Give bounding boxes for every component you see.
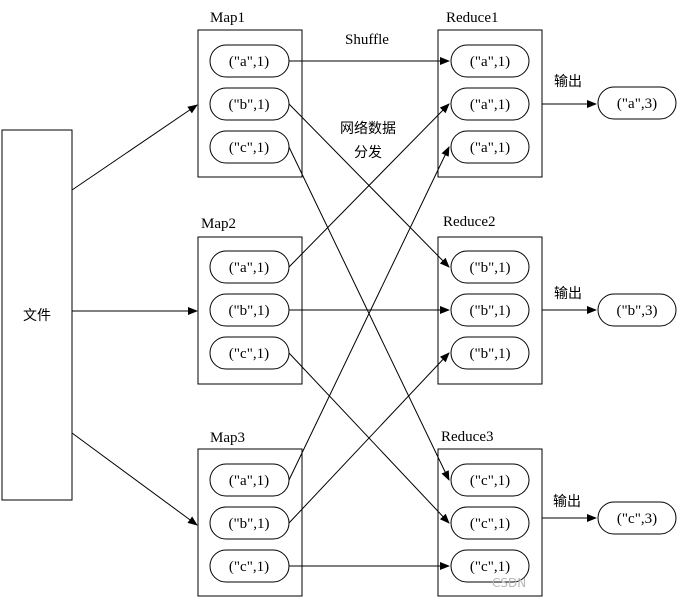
- map1-pair-b-text: ("b",1): [229, 97, 270, 113]
- edge-map3-a-to-reduce1: [288, 146, 450, 481]
- reduce1-pair-0: [450, 44, 530, 78]
- map3-pair-a-text: ("a",1): [229, 473, 269, 489]
- file-to-map3-arrow: [71, 432, 198, 526]
- reduce1-node: Reduce1 ("a",1) ("a",1) ("a",1): [437, 10, 543, 178]
- output3-label: 输出: [553, 494, 581, 510]
- output3-text: ("c",3): [617, 511, 657, 527]
- map3-node: Map3 ("a",1) ("b",1) ("c",1): [197, 430, 303, 597]
- reduce1-pair-1-text: ("a",1): [470, 97, 510, 113]
- reduce2-pair-1: [450, 293, 530, 327]
- map1-node: Map1 ("a",1) ("b",1) ("c",1): [197, 10, 303, 178]
- shuffle-label: Shuffle: [345, 32, 389, 48]
- map3-pair-c-text: ("c",1): [229, 559, 269, 575]
- map1-pair-a-text: ("a",1): [229, 54, 269, 70]
- network-label-line1: 网络数据: [340, 121, 396, 137]
- reduce3-node: Reduce3 ("c",1) ("c",1) ("c",1): [437, 429, 543, 597]
- reduce3-pair-0: [450, 463, 530, 497]
- map2-pair-a-text: ("a",1): [229, 260, 269, 276]
- reduce2-pair-1-text: ("b",1): [470, 303, 511, 319]
- reduce1-pair-2: [450, 130, 530, 164]
- map1-title: Map1: [210, 10, 245, 26]
- output3-pill: [597, 501, 677, 535]
- reduce3-pair-0-text: ("c",1): [470, 473, 510, 489]
- reduce2-title: Reduce2: [443, 214, 495, 230]
- map2-pair-c-text: ("c",1): [229, 346, 269, 362]
- map3-pair-b-text: ("b",1): [229, 516, 270, 532]
- output2: 输出 ("b",3): [542, 286, 677, 327]
- watermark: CSDN: [492, 576, 526, 590]
- map1-pair-c-text: ("c",1): [229, 140, 269, 156]
- file-to-map1-arrow: [71, 104, 198, 191]
- reduce3-pair-1-text: ("c",1): [470, 516, 510, 532]
- output2-pill: [597, 293, 677, 327]
- reduce3-title: Reduce3: [441, 429, 493, 445]
- reduce3-pair-2: [450, 549, 530, 583]
- reduce2-pair-0-text: ("b",1): [470, 260, 511, 276]
- reduce2-pair-2-text: ("b",1): [470, 346, 511, 362]
- reduce2-pair-2: [450, 336, 530, 370]
- map3-title: Map3: [210, 430, 245, 446]
- file-label: 文件: [23, 308, 51, 324]
- edge-map2-a-to-reduce1: [288, 103, 450, 268]
- reduce1-pair-2-text: ("a",1): [470, 140, 510, 156]
- reduce3-pair-1: [450, 506, 530, 540]
- network-label-line2: 分发: [354, 145, 382, 161]
- map2-title: Map2: [201, 216, 236, 232]
- reduce1-title: Reduce1: [446, 10, 498, 26]
- edge-map3-b-to-reduce2: [288, 352, 450, 524]
- shuffle-edges: [288, 57, 450, 570]
- reduce2-node: Reduce2 ("b",1) ("b",1) ("b",1): [437, 214, 543, 385]
- reduce3-pair-2-text: ("c",1): [470, 559, 510, 575]
- output1-text: ("a",3): [617, 96, 657, 112]
- output2-text: ("b",3): [617, 303, 658, 319]
- output2-label: 输出: [554, 286, 582, 302]
- map2-node: Map2 ("a",1) ("b",1) ("c",1): [197, 216, 303, 385]
- output3: 输出 ("c",3): [542, 494, 677, 535]
- output1-pill: [597, 86, 677, 120]
- map2-pair-b-text: ("b",1): [229, 303, 270, 319]
- output1-label: 输出: [554, 74, 582, 90]
- reduce2-pair-0: [450, 250, 530, 284]
- reduce1-pair-1: [450, 87, 530, 121]
- reduce1-pair-0-text: ("a",1): [470, 54, 510, 70]
- file-box: [1, 129, 73, 501]
- output1: 输出 ("a",3): [542, 74, 677, 120]
